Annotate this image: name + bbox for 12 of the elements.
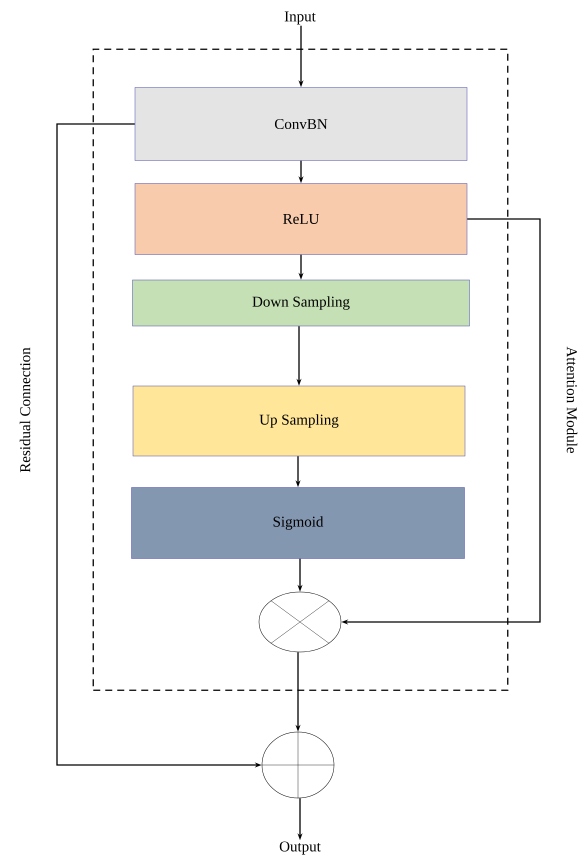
terminal-label: Output xyxy=(280,841,321,855)
process-box: Sigmoid xyxy=(131,487,465,559)
process-box: Down Sampling xyxy=(132,280,470,326)
process-box: Up Sampling xyxy=(132,386,466,456)
edge-label: Residual Connection xyxy=(18,346,32,474)
process-box: ReLU xyxy=(134,183,468,255)
process-box: ConvBN xyxy=(134,87,468,161)
dashed-frame xyxy=(92,48,508,691)
multiply-symbol xyxy=(258,592,342,652)
terminal-label: Input xyxy=(284,12,316,25)
edge-label: Attention Module xyxy=(566,345,578,455)
add-symbol xyxy=(262,732,334,798)
